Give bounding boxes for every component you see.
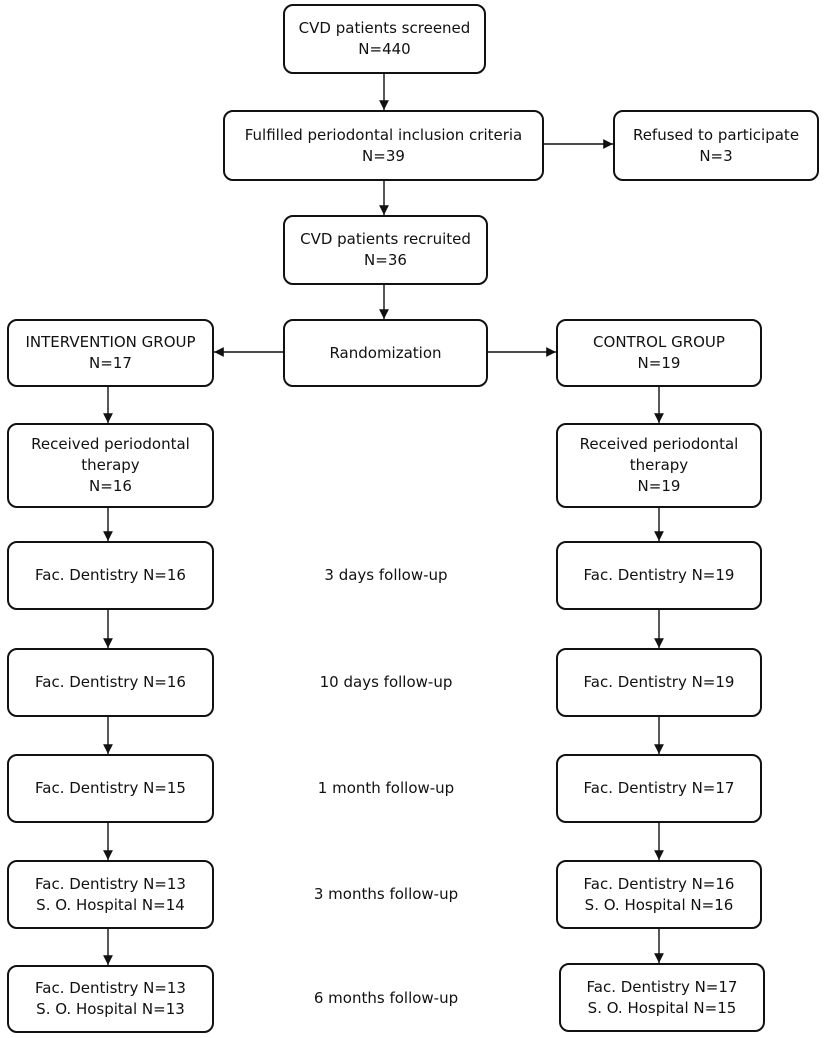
followup-3months-label: 3 months follow-up [313, 885, 459, 903]
inclusion-box: Fulfilled periodontal inclusion criteria… [223, 110, 544, 181]
intervention-10days-text: Fac. Dentistry N=16 [35, 673, 186, 691]
intervention-10days-box: Fac. Dentistry N=16 [7, 648, 214, 717]
intervention-3months-box: Fac. Dentistry N=13 S. O. Hospital N=14 [7, 860, 214, 929]
control-1month-text: Fac. Dentistry N=17 [583, 779, 735, 797]
intervention-1month-text: Fac. Dentistry N=15 [35, 779, 186, 797]
control-6months-box: Fac. Dentistry N=17 S. O. Hospital N=15 [559, 963, 765, 1032]
screened-title: CVD patients screened [298, 19, 471, 37]
control-therapy-box: Received periodontal therapy N=19 [556, 423, 762, 508]
followup-3days-label: 3 days follow-up [324, 566, 448, 584]
control-3months-line2: S. O. Hospital N=16 [584, 895, 734, 914]
control-group-title: CONTROL GROUP [593, 333, 725, 351]
recruited-box: CVD patients recruited N=36 [283, 215, 488, 285]
control-3days-text: Fac. Dentistry N=19 [583, 566, 735, 584]
control-10days-text: Fac. Dentistry N=19 [583, 673, 735, 691]
intervention-group-count: N=17 [89, 354, 132, 372]
control-3months-line1: Fac. Dentistry N=16 [583, 874, 735, 893]
intervention-6months-line2: S. O. Hospital N=13 [36, 1000, 185, 1018]
control-therapy-line1: Received periodontal [579, 435, 739, 453]
inclusion-count: N=39 [362, 146, 405, 165]
intervention-6months-box: Fac. Dentistry N=13 S. O. Hospital N=13 [7, 965, 214, 1033]
control-6months-line1: Fac. Dentistry N=17 [586, 977, 738, 996]
control-10days-box: Fac. Dentistry N=19 [556, 648, 762, 717]
intervention-therapy-count: N=16 [89, 477, 132, 495]
followup-10days-label: 10 days follow-up [319, 673, 453, 691]
intervention-group-title: INTERVENTION GROUP [25, 333, 196, 351]
intervention-3months-line1: Fac. Dentistry N=13 [35, 874, 186, 893]
control-therapy-count: N=19 [637, 477, 681, 495]
refused-count: N=3 [699, 146, 733, 165]
control-1month-box: Fac. Dentistry N=17 [556, 754, 762, 823]
intervention-3days-box: Fac. Dentistry N=16 [7, 541, 214, 610]
intervention-6months-line1: Fac. Dentistry N=13 [35, 979, 186, 997]
refused-box: Refused to participate N=3 [613, 110, 819, 181]
control-3days-box: Fac. Dentistry N=19 [556, 541, 762, 610]
refused-title: Refused to participate [632, 125, 800, 144]
randomization-title: Randomization [329, 343, 442, 362]
screened-count: N=440 [358, 40, 411, 58]
intervention-therapy-box: Received periodontal therapy N=16 [7, 423, 214, 508]
followup-6months-label: 6 months follow-up [313, 989, 459, 1007]
intervention-1month-box: Fac. Dentistry N=15 [7, 754, 214, 823]
control-3months-box: Fac. Dentistry N=16 S. O. Hospital N=16 [556, 860, 762, 929]
intervention-3months-line2: S. O. Hospital N=14 [36, 895, 185, 914]
control-group-box: CONTROL GROUP N=19 [556, 319, 762, 387]
recruited-count: N=36 [364, 251, 407, 269]
intervention-therapy-line2: therapy [81, 456, 140, 474]
followup-1month-label: 1 month follow-up [317, 779, 455, 797]
control-therapy-line2: therapy [629, 456, 689, 474]
randomization-box: Randomization [283, 319, 488, 387]
recruited-title: CVD patients recruited [300, 230, 471, 248]
control-group-count: N=19 [637, 354, 681, 372]
intervention-therapy-line1: Received periodontal [31, 435, 190, 453]
intervention-3days-text: Fac. Dentistry N=16 [35, 566, 186, 584]
inclusion-title: Fulfilled periodontal inclusion criteria [244, 125, 523, 144]
screened-box: CVD patients screened N=440 [283, 4, 486, 74]
intervention-group-box: INTERVENTION GROUP N=17 [7, 319, 214, 387]
control-6months-line2: S. O. Hospital N=15 [587, 998, 737, 1017]
